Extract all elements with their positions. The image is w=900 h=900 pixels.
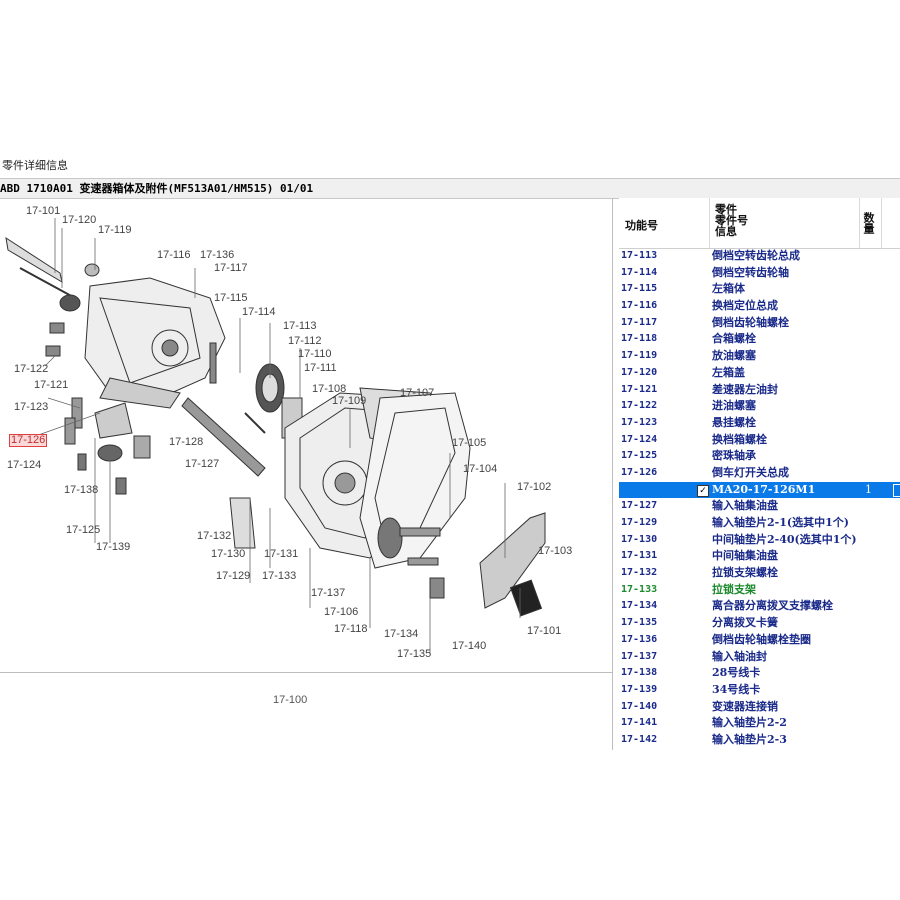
callout-17-115[interactable]: 17-115 bbox=[214, 292, 248, 304]
callout-17-106[interactable]: 17-106 bbox=[324, 606, 359, 618]
callout-17-139[interactable]: 17-139 bbox=[96, 541, 131, 553]
callout-17-118[interactable]: 17-118 bbox=[334, 623, 368, 635]
callout-17-101[interactable]: 17-101 bbox=[26, 205, 61, 217]
callout-17-134[interactable]: 17-134 bbox=[384, 628, 419, 640]
callout-17-104[interactable]: 17-104 bbox=[463, 463, 498, 475]
callout-17-119[interactable]: 17-119 bbox=[98, 224, 132, 236]
callout-17-133[interactable]: 17-133 bbox=[262, 570, 297, 582]
callout-17-131[interactable]: 17-131 bbox=[264, 548, 299, 560]
callout-17-136[interactable]: 17-136 bbox=[200, 249, 235, 261]
part-number: MA20-17-126M1 bbox=[712, 482, 816, 496]
column-header-qty[interactable]: 数量 bbox=[862, 212, 875, 234]
callout-17-127[interactable]: 17-127 bbox=[185, 458, 220, 470]
callout-17-108[interactable]: 17-108 bbox=[312, 383, 347, 395]
callout-17-102[interactable]: 17-102 bbox=[517, 481, 552, 493]
exploded-parts-diagram[interactable]: 17-101 17-120 17-119 17-116 17-136 17-11… bbox=[0, 198, 612, 708]
callout-17-124[interactable]: 17-124 bbox=[7, 459, 42, 471]
callout-17-111[interactable]: 17-111 bbox=[304, 362, 337, 374]
callout-17-117[interactable]: 17-117 bbox=[214, 262, 248, 274]
callout-17-123[interactable]: 17-123 bbox=[14, 401, 49, 413]
callout-17-137[interactable]: 17-137 bbox=[311, 587, 346, 599]
callout-17-132[interactable]: 17-132 bbox=[197, 530, 232, 542]
diagram-title: ABD 1710A01 变速器箱体及附件(MF513A01/HM515) 01/… bbox=[0, 178, 900, 199]
row-checkbox[interactable]: ✓ bbox=[697, 484, 709, 497]
callout-17-112[interactable]: 17-112 bbox=[288, 335, 322, 347]
callout-17-114[interactable]: 17-114 bbox=[242, 306, 276, 318]
callout-17-122[interactable]: 17-122 bbox=[14, 363, 49, 375]
callout-17-107[interactable]: 17-107 bbox=[400, 387, 435, 399]
part-quantity: 1 bbox=[865, 482, 872, 496]
diagram-page-label: 17-100 bbox=[273, 694, 308, 706]
callout-17-109[interactable]: 17-109 bbox=[332, 395, 367, 407]
callout-17-128[interactable]: 17-128 bbox=[169, 436, 204, 448]
callout-17-121[interactable]: 17-121 bbox=[34, 379, 69, 391]
column-header-part[interactable]: 零件 零件号 信息 bbox=[715, 203, 748, 238]
column-header-code[interactable]: 功能号 bbox=[625, 219, 658, 232]
callout-17-113[interactable]: 17-113 bbox=[283, 320, 317, 332]
row-edge-marker bbox=[893, 483, 900, 497]
parts-list-header: 功能号 零件 零件号 信息 数量 bbox=[619, 198, 900, 249]
diagram-bottom-divider bbox=[0, 672, 612, 673]
tab-part-details[interactable]: 零件详细信息 bbox=[2, 159, 68, 172]
callout-17-135[interactable]: 17-135 bbox=[397, 648, 432, 660]
panel-divider[interactable] bbox=[612, 198, 613, 750]
callout-17-140[interactable]: 17-140 bbox=[452, 640, 487, 652]
transmission-housing-drawing bbox=[5, 218, 546, 653]
callout-17-116[interactable]: 17-116 bbox=[157, 249, 191, 261]
callout-17-103[interactable]: 17-103 bbox=[538, 545, 573, 557]
callout-17-101-right[interactable]: 17-101 bbox=[527, 625, 562, 637]
list-item-selected[interactable]: ✓ MA20-17-126M1 1 bbox=[619, 481, 900, 499]
callout-17-125[interactable]: 17-125 bbox=[66, 524, 101, 536]
callout-17-126-highlighted[interactable]: 17-126 bbox=[9, 434, 48, 447]
callout-17-138[interactable]: 17-138 bbox=[64, 484, 99, 496]
callout-17-110[interactable]: 17-110 bbox=[298, 348, 332, 360]
callout-17-130[interactable]: 17-130 bbox=[211, 548, 246, 560]
callout-17-120[interactable]: 17-120 bbox=[62, 214, 97, 226]
callout-17-105[interactable]: 17-105 bbox=[452, 437, 487, 449]
callout-17-129[interactable]: 17-129 bbox=[216, 570, 251, 582]
